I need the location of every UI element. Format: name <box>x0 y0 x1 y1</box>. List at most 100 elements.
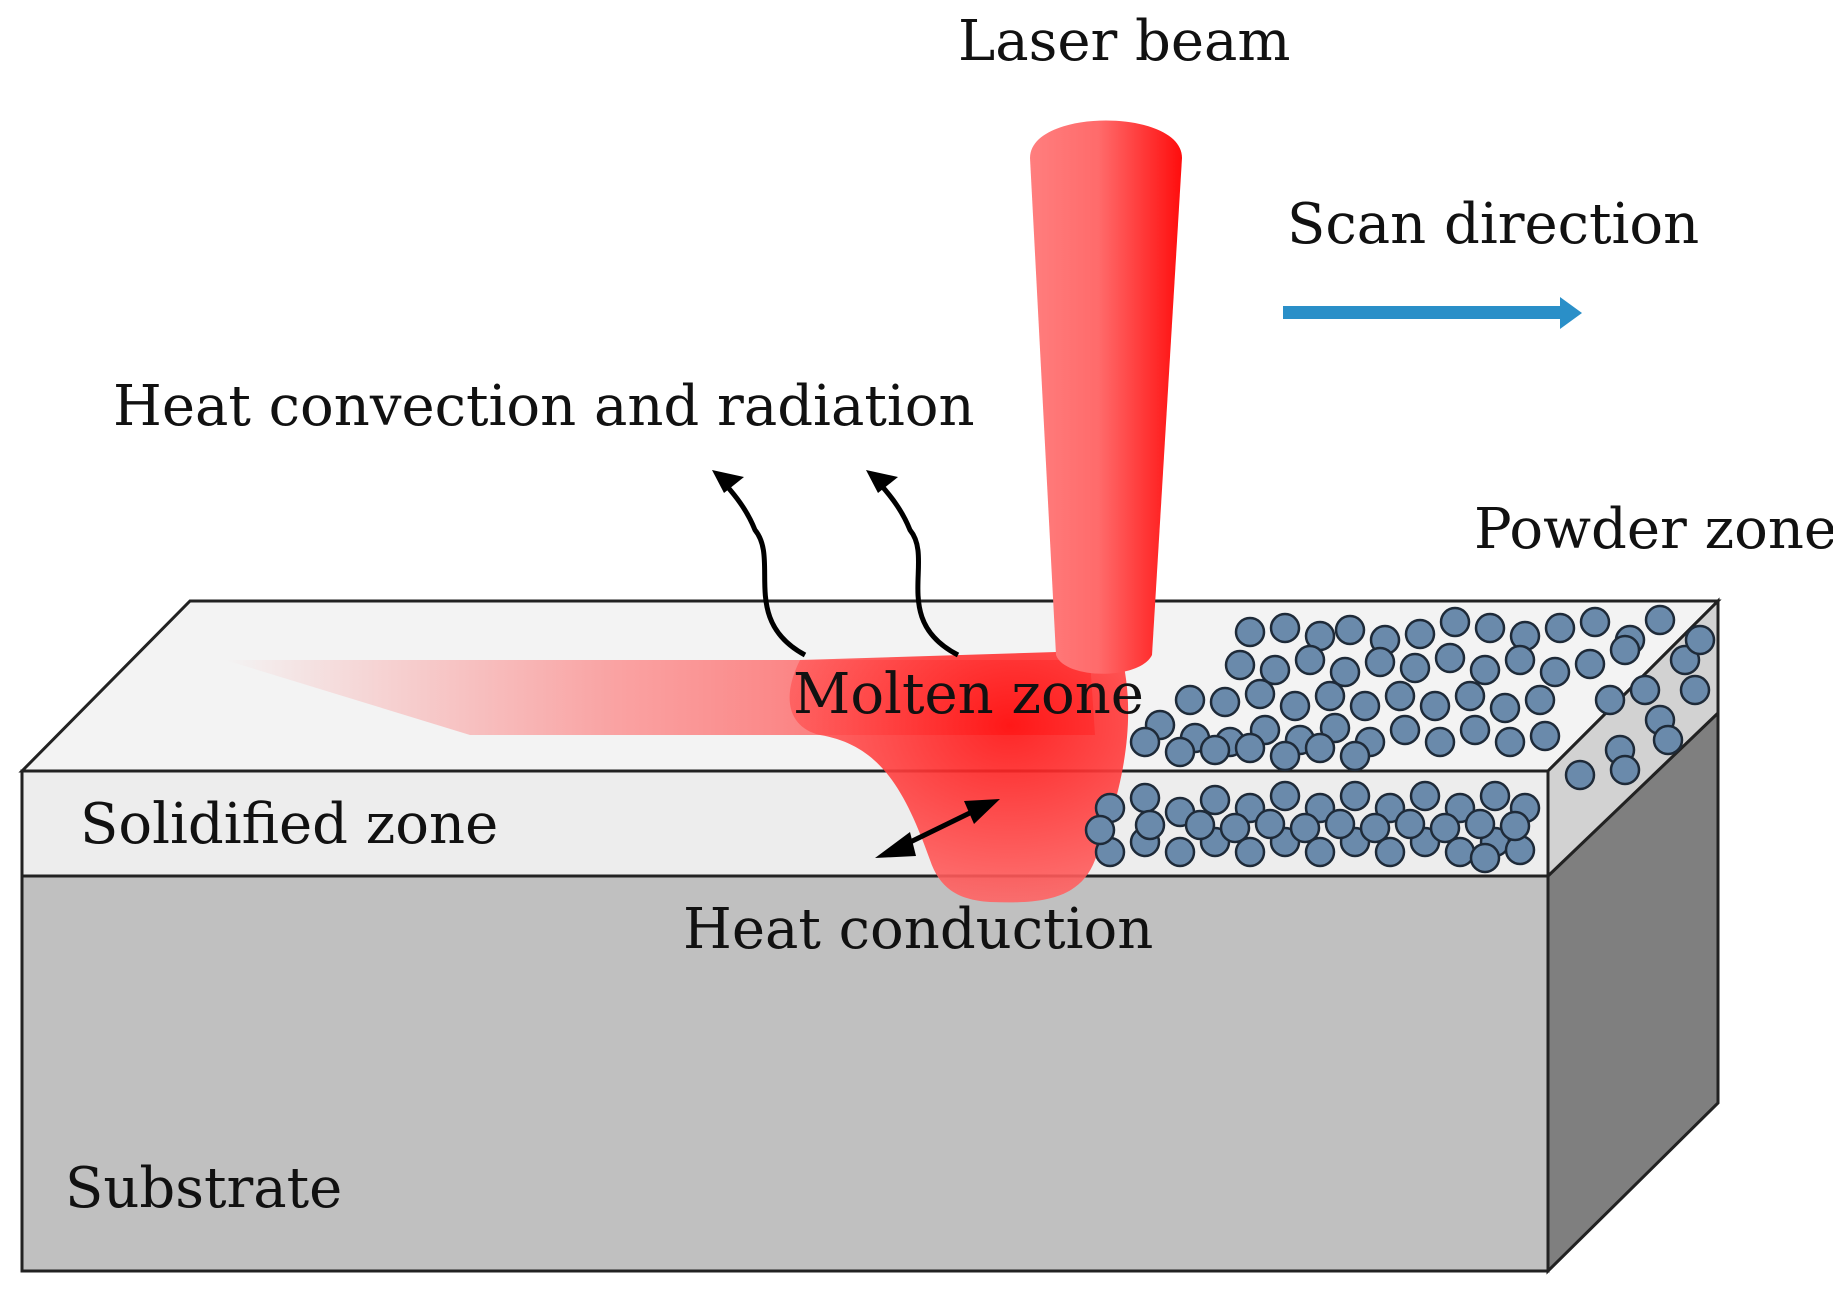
powder-particle <box>1304 792 1336 824</box>
powder-particle <box>1444 792 1476 824</box>
powder-particle <box>1174 684 1206 716</box>
arrowhead-icon <box>964 799 1000 824</box>
powder-particle <box>1684 624 1716 656</box>
powder-particle <box>1544 612 1576 644</box>
scan-direction-label: Scan direction <box>1287 192 1699 257</box>
arrowhead-icon <box>866 470 898 493</box>
powder-particle <box>1504 644 1536 676</box>
powder-particle <box>1374 836 1406 868</box>
powder-particle <box>1454 680 1486 712</box>
laser-beam <box>1030 120 1182 674</box>
powder-particle <box>1279 690 1311 722</box>
powder-particle <box>1234 836 1266 868</box>
laser-beam-label: Laser beam <box>958 9 1291 74</box>
powder-particle <box>1254 808 1286 840</box>
powder-particle <box>1539 656 1571 688</box>
powder-particle <box>1334 614 1366 646</box>
powder-particle <box>1374 792 1406 824</box>
powder-particle <box>1244 678 1276 710</box>
powder-particle <box>1469 654 1501 686</box>
heat-convection-arrows <box>712 470 960 658</box>
powder-particle <box>1304 836 1336 868</box>
powder-particle <box>1439 606 1471 638</box>
powder-particle <box>1409 780 1441 812</box>
powder-particle <box>1164 836 1196 868</box>
powder-particle <box>1359 812 1391 844</box>
solidified-zone-label: Solidified zone <box>80 792 498 857</box>
melt-pool <box>789 650 1129 903</box>
powder-particle <box>1129 726 1161 758</box>
powder-particle <box>1289 812 1321 844</box>
powder-particle <box>1669 644 1701 676</box>
powder-particle <box>1134 809 1166 841</box>
powder-particle <box>1324 808 1356 840</box>
arrow-shaft <box>1283 306 1565 319</box>
molten-zone-label: Molten zone <box>793 662 1144 727</box>
powder-particle <box>1494 726 1526 758</box>
powder-particle <box>1129 782 1161 814</box>
powder-particle <box>1224 649 1256 681</box>
powder-particle <box>1339 780 1371 812</box>
powder-particle <box>1329 656 1361 688</box>
substrate-block <box>20 709 1720 1275</box>
powder-particle <box>1464 808 1496 840</box>
powder-particle <box>1469 842 1501 874</box>
powder-particle <box>1384 680 1416 712</box>
powder-zone-label: Powder zone <box>1474 497 1833 562</box>
powder-particles <box>1084 604 1716 874</box>
laser-melt <box>225 120 1182 903</box>
heat-conduction-arrow <box>875 799 1000 858</box>
powder-particle <box>1564 759 1596 791</box>
powder-particle <box>1269 740 1301 772</box>
substrate-label: Substrate <box>65 1156 342 1221</box>
heat-convection-label: Heat convection and radiation <box>113 374 975 439</box>
powder-particle <box>1609 634 1641 666</box>
powder-particle <box>1304 732 1336 764</box>
powder-particle <box>1434 642 1466 674</box>
powder-particle <box>1364 646 1396 678</box>
powder-particle <box>1269 612 1301 644</box>
powder-particle <box>1269 780 1301 812</box>
powder-particle <box>1084 814 1116 846</box>
powder-particle <box>1459 714 1491 746</box>
powder-particle <box>1399 652 1431 684</box>
powder-particle <box>1234 732 1266 764</box>
arrowhead-icon <box>712 470 744 493</box>
powder-particle <box>1199 784 1231 816</box>
powder-particle <box>1644 604 1676 636</box>
scan-direction-arrow <box>1283 297 1582 329</box>
powder-particle <box>1652 724 1684 756</box>
powder-particle <box>1609 754 1641 786</box>
powder-particle <box>1234 616 1266 648</box>
powder-particle <box>1219 812 1251 844</box>
powder-particle <box>1574 648 1606 680</box>
powder-particle <box>1524 684 1556 716</box>
powder-particle <box>1319 712 1351 744</box>
powder-particle <box>1184 809 1216 841</box>
powder-particle <box>1594 684 1626 716</box>
powder-particle <box>1424 726 1456 758</box>
powder-particle <box>1209 686 1241 718</box>
powder-particle <box>1339 740 1371 772</box>
powder-particle <box>1349 690 1381 722</box>
powder-particle <box>1294 644 1326 676</box>
powder-particle <box>1259 654 1291 686</box>
powder-particle <box>1234 792 1266 824</box>
powder-particle <box>1579 606 1611 638</box>
powder-particle <box>1474 612 1506 644</box>
arrowhead-icon <box>875 832 916 858</box>
wavy-arrow-up-icon <box>718 476 807 658</box>
powder-particle <box>1394 808 1426 840</box>
heat-conduction-label: Heat conduction <box>683 897 1153 962</box>
powder-particle <box>1529 720 1561 752</box>
arrow-right-icon <box>1560 297 1582 329</box>
powder-particle <box>1499 810 1531 842</box>
powder-particle <box>1429 812 1461 844</box>
powder-particle <box>1629 674 1661 706</box>
powder-particle <box>1164 736 1196 768</box>
powder-particle <box>1679 674 1711 706</box>
powder-particle <box>1489 692 1521 724</box>
powder-particle <box>1479 780 1511 812</box>
powder-particle <box>1389 714 1421 746</box>
